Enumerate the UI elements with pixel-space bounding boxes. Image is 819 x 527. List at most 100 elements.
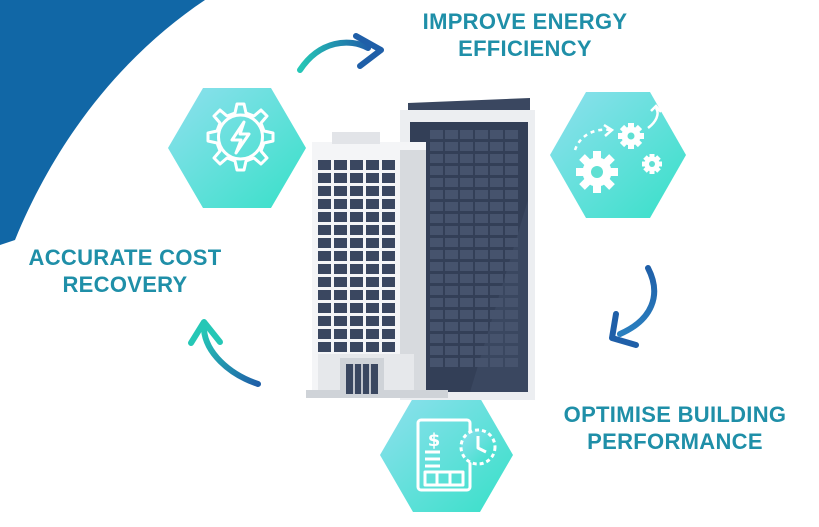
- window-pane: [318, 303, 331, 313]
- window-pane: [475, 166, 488, 175]
- window-pane: [505, 142, 518, 151]
- window-pane: [334, 277, 347, 287]
- window-pane: [366, 316, 379, 326]
- window-pane: [382, 238, 395, 248]
- window-pane: [505, 274, 518, 283]
- window-pane: [460, 334, 473, 343]
- window-pane: [366, 251, 379, 261]
- invoice-dollar: $: [428, 430, 441, 451]
- window-pane: [490, 226, 503, 235]
- window-pane: [430, 358, 443, 367]
- window-pane: [490, 286, 503, 295]
- window-pane: [445, 262, 458, 271]
- window-pane: [382, 329, 395, 339]
- window-pane: [334, 238, 347, 248]
- window-pane: [366, 173, 379, 183]
- window-pane: [505, 262, 518, 271]
- window-pane: [382, 173, 395, 183]
- blue-corner-shape: [0, 0, 205, 245]
- arrow-right: [609, 265, 658, 348]
- window-pane: [382, 290, 395, 300]
- window-pane: [445, 310, 458, 319]
- window-pane: [350, 342, 363, 352]
- gears-process-icon: [573, 104, 662, 193]
- window-pane: [366, 199, 379, 209]
- window-pane: [475, 310, 488, 319]
- window-pane: [366, 290, 379, 300]
- window-pane: [490, 274, 503, 283]
- window-pane: [460, 154, 473, 163]
- window-pane: [490, 322, 503, 331]
- window-pane: [460, 322, 473, 331]
- window-pane: [460, 238, 473, 247]
- window-pane: [475, 190, 488, 199]
- label-line: RECOVERY: [62, 272, 188, 297]
- window-pane: [318, 173, 331, 183]
- window-pane: [460, 310, 473, 319]
- window-pane: [445, 358, 458, 367]
- window-pane: [430, 310, 443, 319]
- window-pane: [445, 202, 458, 211]
- window-pane: [430, 334, 443, 343]
- window-pane: [490, 166, 503, 175]
- window-pane: [318, 290, 331, 300]
- window-pane: [505, 214, 518, 223]
- label-improve-energy-efficiency: IMPROVE ENERGY EFFICIENCY: [395, 8, 655, 62]
- window-pane: [445, 298, 458, 307]
- hexagon-energy: [168, 88, 306, 208]
- window-pane: [366, 212, 379, 222]
- window-pane: [366, 329, 379, 339]
- window-pane: [318, 160, 331, 170]
- window-pane: [350, 303, 363, 313]
- window-pane: [475, 238, 488, 247]
- window-pane: [475, 334, 488, 343]
- window-pane: [366, 342, 379, 352]
- window-pane: [334, 342, 347, 352]
- window-pane: [318, 329, 331, 339]
- window-pane: [430, 154, 443, 163]
- label-line: EFFICIENCY: [458, 36, 592, 61]
- window-pane: [460, 298, 473, 307]
- arrow-left: [188, 319, 261, 387]
- window-pane: [505, 334, 518, 343]
- window-pane: [475, 274, 488, 283]
- window-pane: [505, 322, 518, 331]
- window-pane: [475, 346, 488, 355]
- window-pane: [430, 298, 443, 307]
- window-pane: [350, 277, 363, 287]
- office-building: [306, 98, 535, 400]
- window-pane: [366, 160, 379, 170]
- window-pane: [490, 334, 503, 343]
- window-pane: [475, 286, 488, 295]
- window-pane: [430, 178, 443, 187]
- window-pane: [490, 214, 503, 223]
- window-pane: [318, 264, 331, 274]
- window-pane: [490, 262, 503, 271]
- window-pane: [334, 329, 347, 339]
- window-pane: [318, 251, 331, 261]
- window-pane: [505, 286, 518, 295]
- window-pane: [475, 214, 488, 223]
- window-pane: [430, 130, 443, 139]
- window-pane: [475, 226, 488, 235]
- window-pane: [490, 238, 503, 247]
- window-pane: [430, 226, 443, 235]
- label-line: ACCURATE COST: [28, 245, 222, 270]
- window-pane: [382, 316, 395, 326]
- window-pane: [460, 346, 473, 355]
- window-pane: [334, 160, 347, 170]
- window-pane: [366, 303, 379, 313]
- window-pane: [445, 238, 458, 247]
- window-pane: [445, 322, 458, 331]
- window-pane: [382, 303, 395, 313]
- window-pane: [475, 202, 488, 211]
- window-pane: [366, 264, 379, 274]
- window-pane: [460, 130, 473, 139]
- window-pane: [430, 262, 443, 271]
- window-pane: [475, 262, 488, 271]
- window-pane: [475, 178, 488, 187]
- window-pane: [505, 250, 518, 259]
- window-pane: [445, 214, 458, 223]
- window-pane: [350, 160, 363, 170]
- window-pane: [505, 202, 518, 211]
